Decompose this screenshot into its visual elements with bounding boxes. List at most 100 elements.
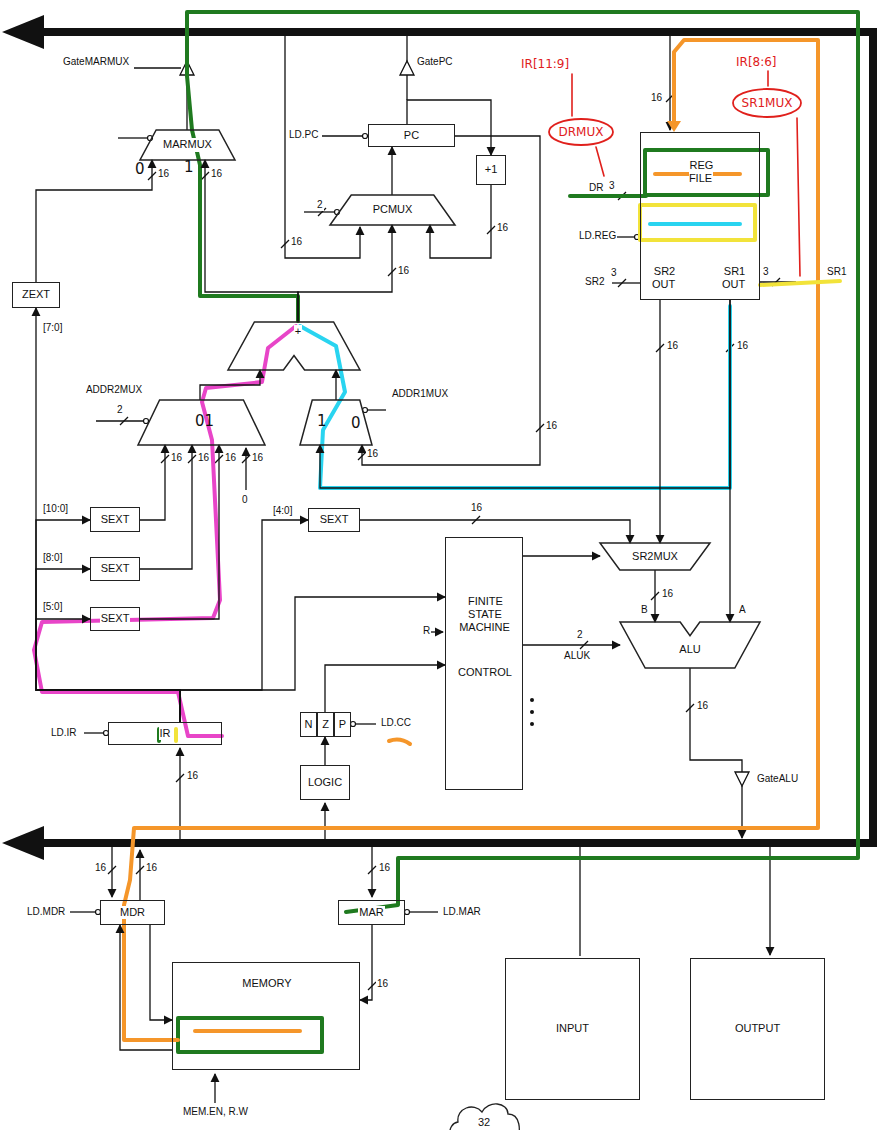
memory-box: MEMORY — [172, 962, 360, 1070]
component-label: CONTROL — [457, 666, 513, 678]
flag-cell: N — [300, 712, 317, 737]
signal-label: 16 — [251, 452, 264, 464]
component-label: SR1 OUT — [722, 265, 746, 290]
shape-outline — [300, 400, 372, 445]
control-bubble — [144, 419, 149, 424]
pink-highlight — [34, 326, 296, 736]
signal-wire — [729, 300, 730, 622]
annotation-circle: DRMUX — [548, 118, 614, 146]
signal-label: 16 — [736, 340, 749, 352]
ellipsis-dot — [530, 722, 534, 726]
component-label: FINITE STATE MACHINE — [459, 595, 511, 633]
signal-label: 2 — [316, 199, 324, 211]
green-highlight — [570, 194, 646, 198]
component-label: Z — [321, 718, 330, 731]
wire — [690, 668, 742, 772]
wire — [179, 748, 180, 839]
component-label: INPUT — [555, 1022, 590, 1035]
signal-label: GateMARMUX — [62, 56, 130, 68]
bus-arrowhead — [2, 826, 44, 860]
component-label: SR2 OUT — [652, 265, 676, 290]
signal-label: [8:0] — [42, 552, 63, 564]
signal-label: 16 — [397, 265, 410, 277]
signal-label: GateALU — [756, 773, 799, 785]
incrementer-box: +1 — [476, 155, 506, 185]
component-label: ALU — [678, 643, 701, 655]
component-label: MEMORY — [241, 977, 292, 989]
extender-box: SEXT — [90, 557, 140, 581]
component-label: SEXT — [100, 562, 131, 575]
signal-label: 16 — [650, 92, 663, 104]
component-label: ADDR2MUX — [85, 384, 143, 395]
control-wire — [84, 732, 103, 733]
control-wire — [214, 1074, 215, 1103]
control-wire — [304, 211, 334, 212]
green-highlight — [645, 150, 768, 195]
component-label: + — [294, 325, 302, 337]
extender-box: SEXT — [90, 607, 140, 631]
control-wire — [431, 631, 443, 632]
bus-width-slash — [136, 866, 144, 874]
register-file: REG FILE SR2 OUT SR1 OUT — [640, 132, 760, 300]
handwritten-mark: 01 — [194, 412, 215, 430]
component-label: N — [304, 718, 314, 731]
signal-label: 16 — [210, 168, 223, 180]
component-label: SEXT — [319, 513, 350, 526]
signal-label: 16 — [496, 222, 509, 234]
bus-width-slash — [242, 455, 250, 463]
component-label: +1 — [484, 163, 499, 176]
yellow-highlight — [640, 205, 755, 240]
signal-label: [5:0] — [42, 601, 63, 613]
cyan-highlight — [300, 306, 730, 488]
yellow-highlight — [760, 281, 840, 285]
bus-width-slash — [686, 704, 694, 712]
tri-state-gate — [400, 61, 414, 75]
signal-wire — [205, 160, 298, 322]
signal-label: 0 — [241, 494, 249, 506]
io-box: INPUT — [505, 958, 640, 1100]
control-wire — [70, 911, 95, 912]
signal-wire — [180, 520, 308, 722]
bus-width-slash — [618, 279, 626, 287]
orange-arrowhead — [667, 121, 681, 132]
shape-outline — [330, 195, 455, 225]
component-label: PC — [403, 129, 420, 142]
control-unit: FINITE STATE MACHINE CONTROL — [445, 537, 523, 790]
signal-wire — [523, 644, 620, 645]
control-wire — [134, 67, 181, 68]
signal-label: 16 — [661, 588, 674, 600]
signal-label: R — [422, 625, 431, 637]
text-slot: SR1 OUT — [719, 265, 749, 291]
signal-wire — [298, 225, 392, 322]
component-label: SR2MUX — [631, 550, 679, 563]
bus-arrowhead — [2, 15, 44, 49]
signal-label: 16 — [186, 770, 199, 782]
signal-wire — [335, 370, 336, 400]
logic-box: LOGIC — [300, 765, 350, 800]
signal-label: 16 — [378, 862, 391, 874]
wire — [371, 847, 372, 897]
bus-width-slash — [281, 240, 289, 248]
signal-label: 16 — [545, 420, 558, 432]
shape-outline — [138, 400, 265, 445]
signal-label: 16 — [170, 452, 183, 464]
signal-label: 16 — [157, 168, 170, 180]
signal-label: LD.PC — [288, 129, 319, 141]
text-slot: REG FILE — [686, 159, 716, 185]
bus-width-slash — [176, 774, 184, 782]
signal-label: LD.IR — [50, 727, 78, 739]
signal-label: 16 — [366, 448, 379, 460]
control-wire — [612, 282, 640, 283]
signal-label: 16 — [197, 452, 210, 464]
orange-highlight — [124, 40, 818, 1040]
register-box: IR — [108, 722, 222, 745]
handwritten-note: IR[8:6] — [735, 55, 778, 69]
note-cloud: 32 — [446, 1100, 522, 1130]
signal-label: 2 — [576, 629, 584, 641]
handwritten-mark: 1 — [316, 412, 328, 430]
signal-wire — [362, 136, 540, 465]
signal-label: 16 — [696, 700, 709, 712]
signal-label: DR — [588, 182, 604, 194]
